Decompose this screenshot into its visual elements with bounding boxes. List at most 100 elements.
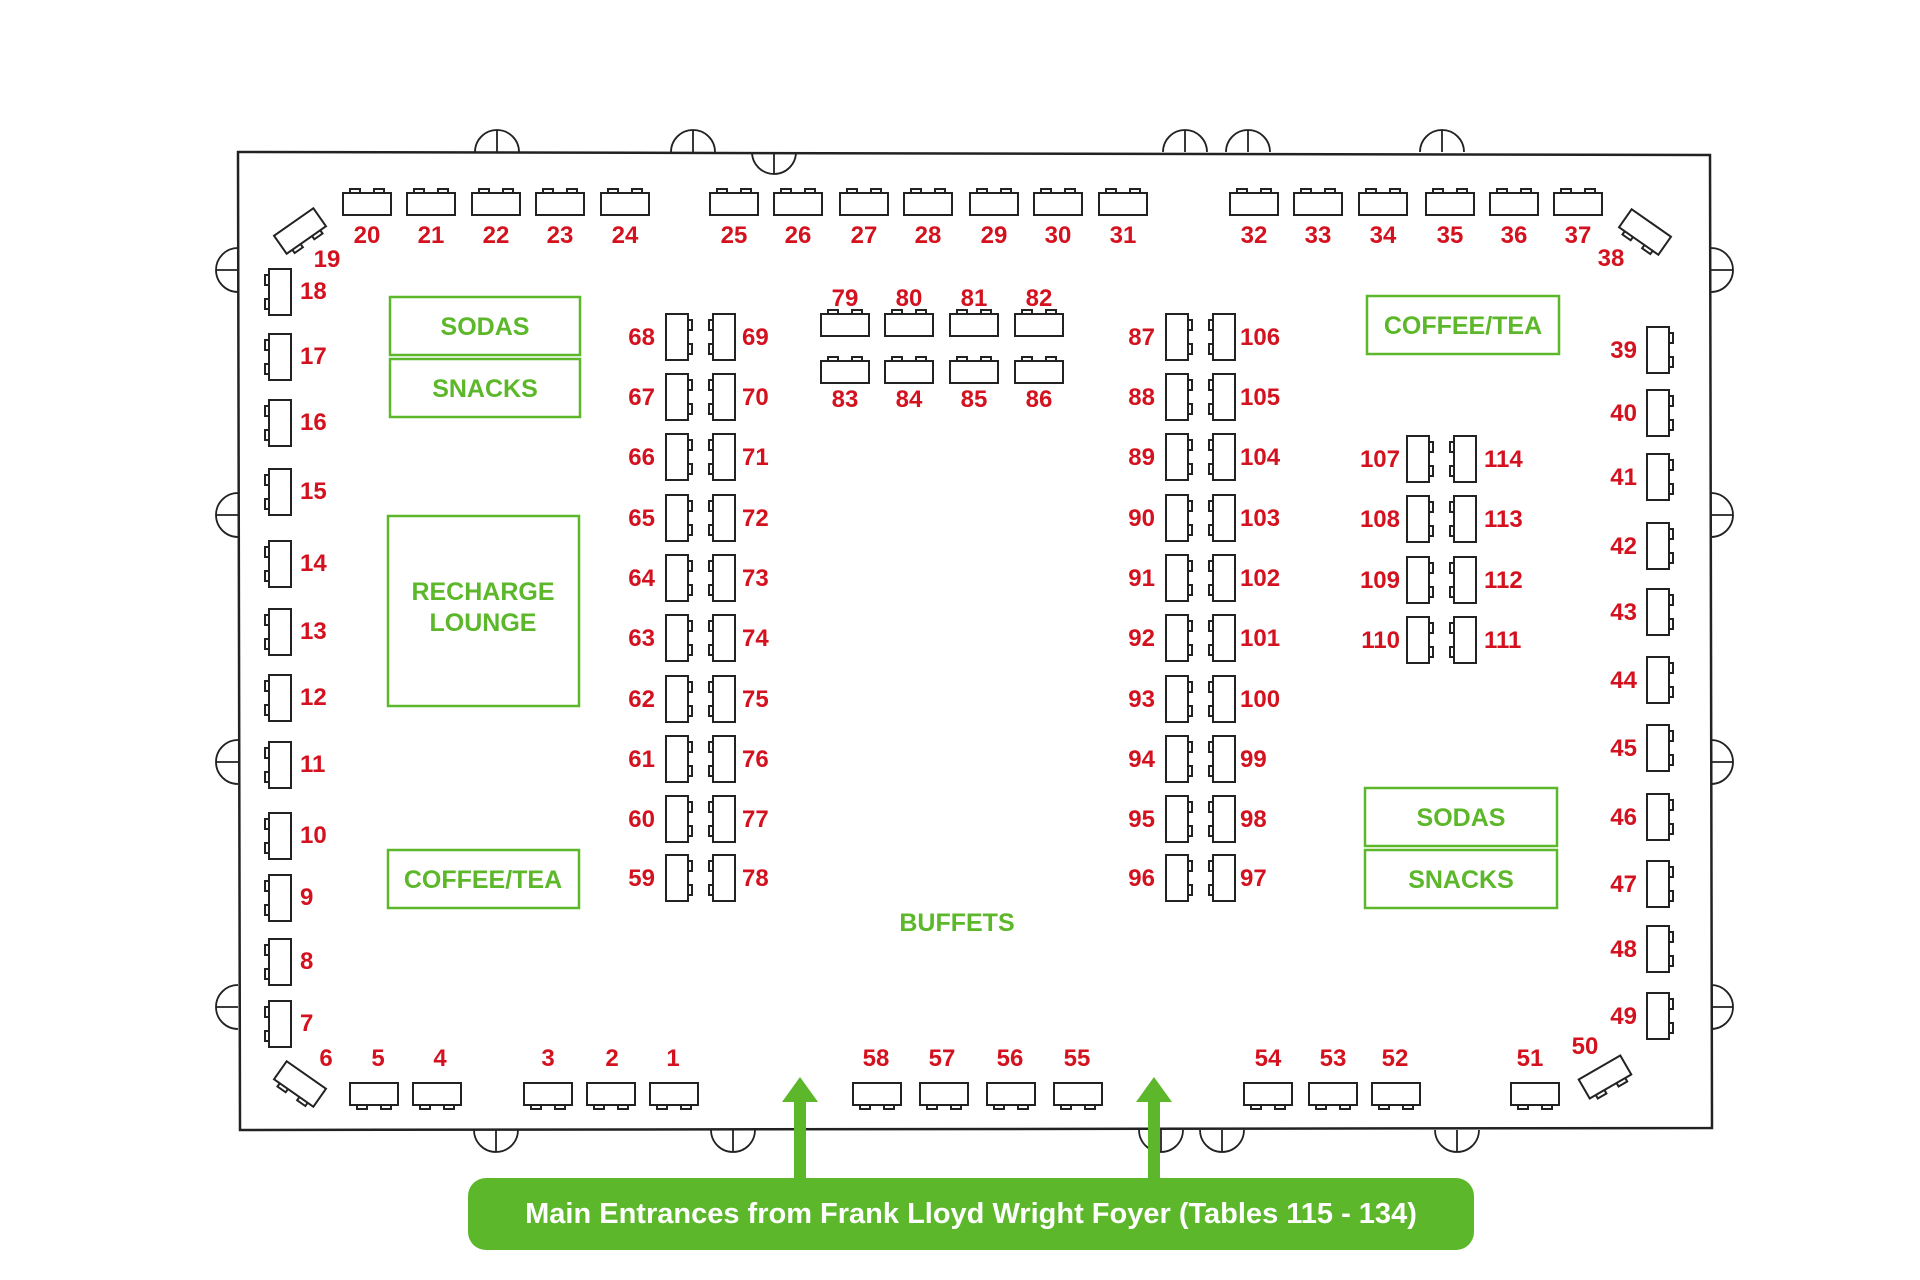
table-number-73: 73 <box>742 565 769 592</box>
table-6 <box>272 1059 328 1109</box>
table-number-42: 42 <box>1610 533 1637 560</box>
table-45 <box>1646 724 1674 772</box>
door-icon <box>215 247 239 293</box>
table-30 <box>1033 188 1083 216</box>
table-number-59: 59 <box>628 865 655 892</box>
table-74 <box>708 614 736 662</box>
table-27 <box>839 188 889 216</box>
table-number-112: 112 <box>1484 567 1523 594</box>
table-number-109: 109 <box>1360 567 1400 594</box>
table-12 <box>264 674 292 722</box>
table-number-89: 89 <box>1128 444 1155 471</box>
table-87 <box>1165 313 1193 361</box>
table-75 <box>708 675 736 723</box>
table-28 <box>903 188 953 216</box>
entrance-arrow-right <box>1136 1077 1172 1182</box>
table-93 <box>1165 675 1193 723</box>
table-number-58: 58 <box>863 1045 890 1072</box>
table-16 <box>264 399 292 447</box>
table-37 <box>1553 188 1603 216</box>
table-4 <box>412 1082 462 1110</box>
table-number-91: 91 <box>1128 565 1155 592</box>
table-number-68: 68 <box>628 324 655 351</box>
table-number-71: 71 <box>742 444 769 471</box>
table-32 <box>1229 188 1279 216</box>
table-number-56: 56 <box>997 1045 1024 1072</box>
table-number-54: 54 <box>1255 1045 1282 1072</box>
table-number-99: 99 <box>1240 746 1267 773</box>
table-114 <box>1449 435 1477 483</box>
table-number-82: 82 <box>1026 285 1053 312</box>
table-7 <box>264 1000 292 1048</box>
table-number-8: 8 <box>300 948 313 975</box>
door-icon <box>751 151 797 175</box>
table-number-57: 57 <box>929 1045 956 1072</box>
table-89 <box>1165 433 1193 481</box>
table-number-44: 44 <box>1610 667 1637 694</box>
table-85 <box>949 356 999 384</box>
table-number-70: 70 <box>742 384 769 411</box>
table-71 <box>708 433 736 481</box>
table-number-96: 96 <box>1128 865 1155 892</box>
table-10 <box>264 812 292 860</box>
table-42 <box>1646 522 1674 570</box>
table-98 <box>1208 795 1236 843</box>
table-number-45: 45 <box>1610 735 1637 762</box>
table-number-17: 17 <box>300 343 327 370</box>
table-43 <box>1646 588 1674 636</box>
table-number-63: 63 <box>628 625 655 652</box>
table-40 <box>1646 389 1674 437</box>
table-number-30: 30 <box>1045 222 1072 249</box>
table-31 <box>1098 188 1148 216</box>
table-96 <box>1165 854 1193 902</box>
table-82 <box>1014 309 1064 337</box>
table-69 <box>708 313 736 361</box>
table-5 <box>349 1082 399 1110</box>
table-number-90: 90 <box>1128 505 1155 532</box>
table-66 <box>665 433 693 481</box>
table-2 <box>586 1082 636 1110</box>
table-number-11: 11 <box>300 751 325 778</box>
table-number-38: 38 <box>1598 245 1625 272</box>
table-113 <box>1449 495 1477 543</box>
table-number-10: 10 <box>300 822 327 849</box>
table-63 <box>665 614 693 662</box>
table-number-85: 85 <box>961 386 988 413</box>
table-3 <box>523 1082 573 1110</box>
door-icon <box>670 129 716 153</box>
table-number-114: 114 <box>1484 446 1523 473</box>
table-number-61: 61 <box>628 746 655 773</box>
table-number-7: 7 <box>300 1010 313 1037</box>
table-50 <box>1577 1054 1633 1100</box>
table-102 <box>1208 554 1236 602</box>
door-icon <box>215 739 239 785</box>
table-number-20: 20 <box>354 222 381 249</box>
table-number-72: 72 <box>742 505 769 532</box>
table-number-53: 53 <box>1320 1045 1347 1072</box>
table-22 <box>471 188 521 216</box>
door-icon <box>1199 1129 1245 1153</box>
table-107 <box>1406 435 1434 483</box>
table-109 <box>1406 556 1434 604</box>
table-number-65: 65 <box>628 505 655 532</box>
table-number-106: 106 <box>1240 324 1280 351</box>
table-26 <box>773 188 823 216</box>
coffee-zone-right <box>1365 294 1561 356</box>
table-number-104: 104 <box>1240 444 1281 471</box>
table-99 <box>1208 735 1236 783</box>
table-number-103: 103 <box>1240 505 1280 532</box>
table-25 <box>709 188 759 216</box>
table-76 <box>708 735 736 783</box>
table-number-111: 111 <box>1484 627 1521 654</box>
door-icon <box>1710 739 1734 785</box>
entrance-banner: Main Entrances from Frank Lloyd Wright F… <box>468 1178 1474 1250</box>
sodas-label-right: SODAS <box>1417 804 1506 832</box>
table-number-100: 100 <box>1240 686 1280 713</box>
table-111 <box>1449 616 1477 664</box>
table-94 <box>1165 735 1193 783</box>
table-49 <box>1646 992 1674 1040</box>
table-number-15: 15 <box>300 478 327 505</box>
table-number-43: 43 <box>1610 599 1637 626</box>
